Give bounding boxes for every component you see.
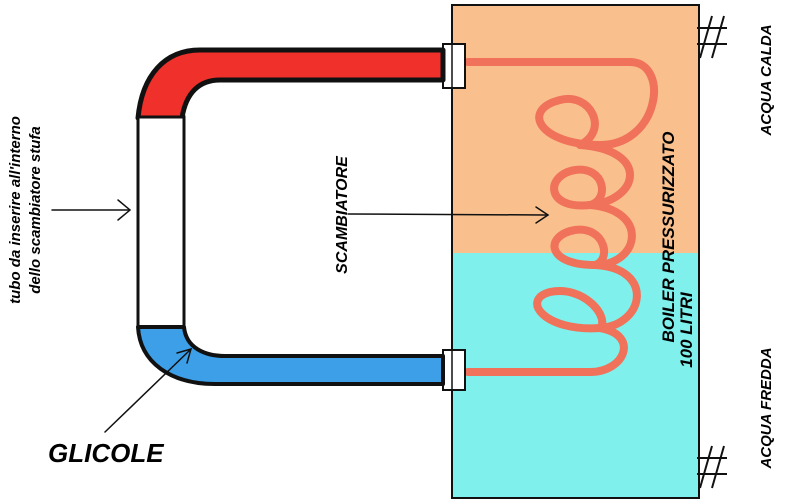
hot-water-label: ACQUA CALDA <box>758 24 775 136</box>
tube-label-line2: dello scambiatore stufa <box>27 126 44 294</box>
hot-pipe <box>135 47 446 121</box>
exchanger-pointer-arrow <box>347 213 547 216</box>
tube-label-line1: tubo da inserire all'interno <box>7 116 24 304</box>
annotation-arrows <box>51 199 550 433</box>
hot-water-valve-icon <box>697 15 727 59</box>
exchanger-label: SCAMBIATORE <box>334 155 351 274</box>
boiler-label-line2: 100 LITRI <box>677 291 696 368</box>
stove-exchanger-tube <box>136 115 186 329</box>
exchanger-coil <box>464 58 658 376</box>
boiler-outline <box>451 4 700 499</box>
glycol-pointer-arrow <box>104 349 191 433</box>
boiler-label-line1: BOILER PRESSURIZZATO <box>659 132 678 343</box>
top-fitting <box>442 43 466 89</box>
valve-symbols <box>697 15 727 489</box>
cold-water-valve-icon <box>697 445 727 489</box>
cold-water-label: ACQUA FREDDA <box>758 347 775 469</box>
boiler-hot-zone <box>452 5 699 253</box>
bottom-fitting <box>442 349 466 391</box>
glycol-label: GLICOLE <box>48 438 164 468</box>
cold-pipe <box>136 325 445 386</box>
